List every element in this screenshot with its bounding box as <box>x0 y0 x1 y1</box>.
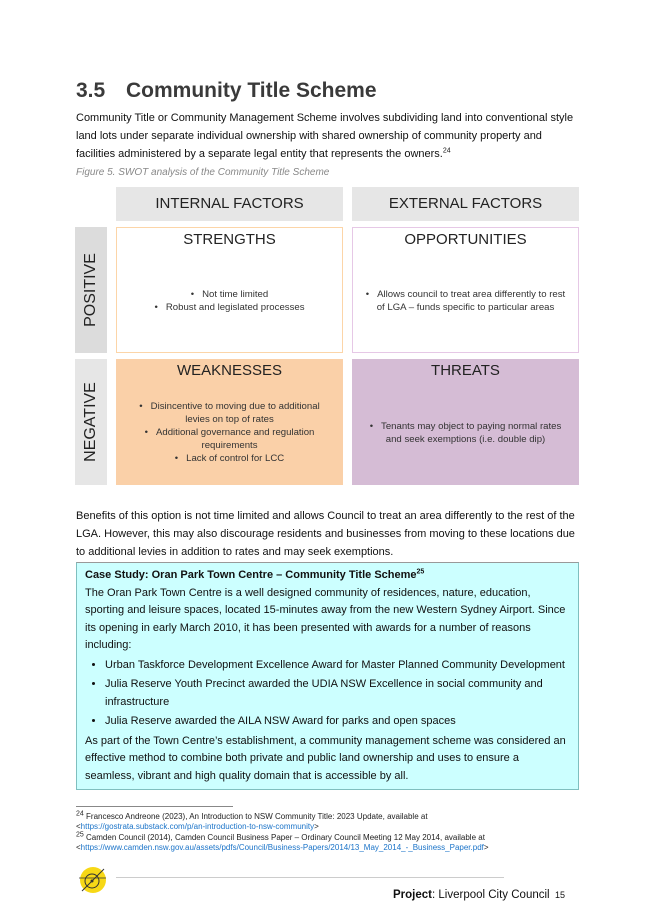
strength-item: Not time limited <box>125 288 334 301</box>
footnote-divider <box>76 806 233 807</box>
page-number: 15 <box>555 890 566 900</box>
footnote-ref[interactable]: 25 <box>416 568 425 576</box>
threats-title: THREATS <box>431 362 500 379</box>
weakness-item: Additional governance and regulation req… <box>132 426 327 452</box>
case-study-title: Case Study: Oran Park Town Centre – Comm… <box>85 568 425 581</box>
case-study-box: Case Study: Oran Park Town Centre – Comm… <box>76 562 579 790</box>
page-footer: Project: Liverpool City Council 15 <box>76 865 581 901</box>
weakness-item: Disincentive to moving due to additional… <box>132 400 327 426</box>
footnote-ref[interactable]: 24 <box>442 147 451 155</box>
strengths-title: STRENGTHS <box>183 231 276 248</box>
intro-paragraph: Community Title or Community Management … <box>76 112 574 160</box>
swot-corner <box>75 187 107 221</box>
positive-label: POSITIVE <box>75 227 107 353</box>
threat-item: Tenants may object to paying normal rate… <box>366 420 565 446</box>
weaknesses-quadrant: WEAKNESSES Disincentive to moving due to… <box>116 359 343 485</box>
figure-caption: Figure 5. SWOT analysis of the Community… <box>76 167 330 178</box>
threats-quadrant: THREATS Tenants may object to paying nor… <box>352 359 579 485</box>
opportunities-title: OPPORTUNITIES <box>404 231 527 248</box>
case-study-outro: As part of the Town Centre’s establishme… <box>85 734 566 782</box>
internal-factors-header: INTERNAL FACTORS <box>116 187 343 221</box>
external-factors-header: EXTERNAL FACTORS <box>352 187 579 221</box>
case-study-item: Julia Reserve awarded the AILA NSW Award… <box>105 713 570 731</box>
opportunity-item: Allows council to treat area differently… <box>361 288 570 314</box>
case-study-item: Urban Taskforce Development Excellence A… <box>105 657 570 675</box>
footnote-link[interactable]: https://gostrata.substack.com/p/an-intro… <box>80 822 315 831</box>
weakness-item: Lack of control for LCC <box>132 452 327 465</box>
opportunities-quadrant: OPPORTUNITIES Allows council to treat ar… <box>352 227 579 353</box>
swot-figure: INTERNAL FACTORS EXTERNAL FACTORS POSITI… <box>75 187 580 485</box>
logo-icon <box>78 865 108 900</box>
footnote-25: 25 Camden Council (2014), Camden Council… <box>76 831 489 852</box>
footer-project: Project: Liverpool City Council <box>393 889 550 901</box>
benefits-paragraph: Benefits of this option is not time limi… <box>76 510 575 558</box>
strength-item: Robust and legislated processes <box>125 301 334 314</box>
case-study-intro: The Oran Park Town Centre is a well desi… <box>85 586 566 652</box>
footer-rule <box>116 877 504 878</box>
case-study-item: Julia Reserve Youth Precinct awarded the… <box>105 676 570 711</box>
strengths-quadrant: STRENGTHS Not time limited Robust and le… <box>116 227 343 353</box>
weaknesses-title: WEAKNESSES <box>176 362 283 379</box>
negative-label: NEGATIVE <box>75 359 107 485</box>
footnote-link[interactable]: https://www.camden.nsw.gov.au/assets/pdf… <box>80 843 484 852</box>
footnote-24: 24 Francesco Andreone (2023), An Introdu… <box>76 810 428 831</box>
